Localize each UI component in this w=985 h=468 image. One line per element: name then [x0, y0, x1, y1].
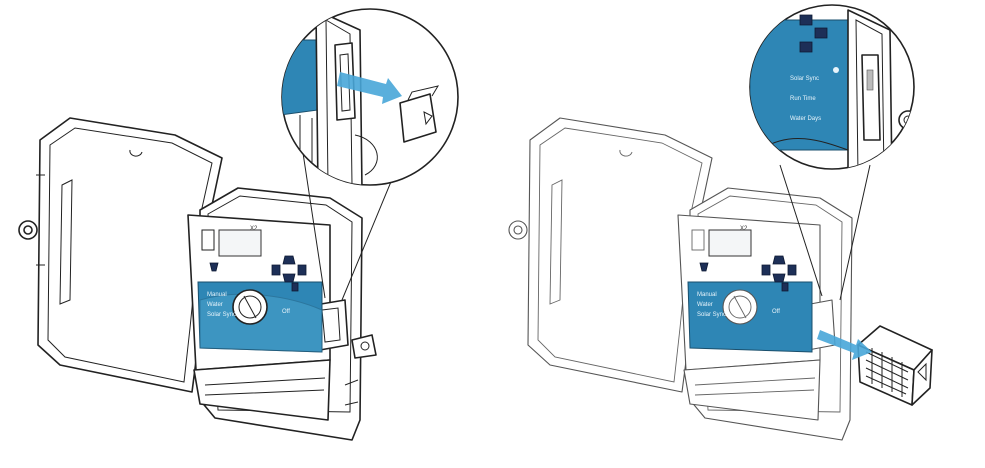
right-insert-arrow-icon [817, 330, 872, 360]
right-dial-label-0: Manual [697, 292, 717, 298]
left-key-left-icon [271, 264, 281, 276]
zoom-label-0: Solar Sync [790, 76, 819, 82]
left-model-label: X2 [250, 226, 258, 232]
left-faceplate: X2 Manual Water Solar Sync Off [197, 226, 323, 353]
right-keypad [761, 255, 797, 292]
zoom-installed-module [861, 54, 881, 141]
right-key-extra-icon [781, 282, 789, 292]
left-lcd-display [218, 229, 262, 257]
left-dial-label-2: Solar Sync [207, 312, 236, 318]
left-dial-label-0: Manual [207, 292, 227, 298]
left-remove-arrow-icon [337, 72, 402, 104]
right-inserted-module [857, 325, 933, 406]
zoom-label-1: Run Time [790, 96, 816, 102]
right-controller-figure: X2 Manual Water Solar Sync Off [508, 4, 933, 441]
left-dial-label-3: Off [282, 309, 290, 315]
right-zoom-lines [779, 164, 871, 301]
zoom-key-1-icon [799, 14, 813, 26]
zoom-key-2-icon [814, 27, 828, 39]
right-faceplate: X2 Manual Water Solar Sync Off [687, 226, 813, 353]
left-key-down-icon [282, 273, 296, 283]
right-key-up-icon [772, 255, 786, 265]
left-controller-figure: X2 Manual Water Solar Sync Off [18, 8, 459, 441]
zoom-key-3-icon [799, 41, 813, 53]
right-model-label: X2 [740, 226, 748, 232]
right-dial-label-1: Water [697, 302, 713, 308]
left-key-extra-icon [291, 282, 299, 292]
left-key-up-icon [282, 255, 296, 265]
left-dial [232, 289, 268, 325]
left-reset-key [209, 262, 219, 272]
left-key-right-icon [297, 264, 307, 276]
right-key-right-icon [787, 264, 797, 276]
left-removed-module [399, 93, 437, 143]
left-keypad [271, 255, 307, 292]
left-zoom-callout [281, 8, 459, 186]
right-dial [722, 289, 758, 325]
right-lcd-display [708, 229, 752, 257]
right-dial-label-3: Off [772, 309, 780, 315]
right-dial-label-2: Solar Sync [697, 312, 726, 318]
right-key-down-icon [772, 273, 786, 283]
left-dial-label-1: Water [207, 302, 223, 308]
right-zoom-callout: Solar Sync Run Time Water Days [749, 4, 915, 170]
zoom-label-2: Water Days [790, 116, 821, 122]
right-reset-key [699, 262, 709, 272]
right-key-left-icon [761, 264, 771, 276]
